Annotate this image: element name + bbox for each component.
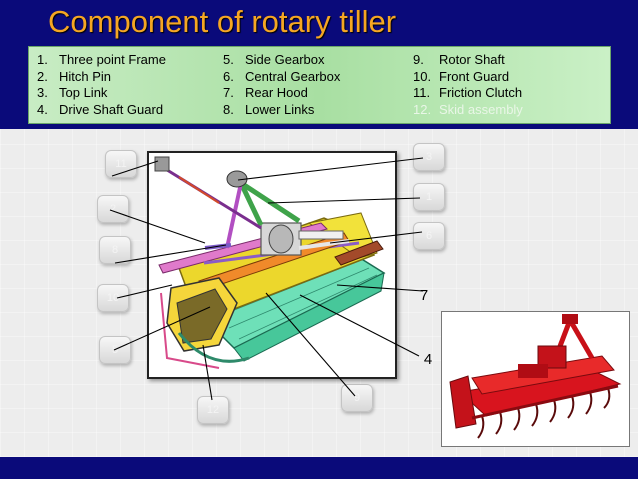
component-list-column-2: 5.Side Gearbox 6.Central Gearbox 7.Rear …	[223, 52, 340, 118]
list-item: 4.Drive Shaft Guard	[37, 101, 164, 117]
rotary-tiller-photo-illustration	[442, 312, 629, 446]
component-list-box: 1.Three point Frame 2.Hitch Pin 3.Top Li…	[28, 46, 611, 124]
slide-title: Component of rotary tiller	[48, 4, 397, 39]
list-item: 11.Friction Clutch	[413, 85, 523, 100]
list-item: 9.Rotor Shaft	[413, 52, 505, 67]
list-item: 1.Three point Frame	[37, 52, 166, 67]
footer-band	[0, 457, 638, 479]
callout-badge: 10	[97, 284, 129, 312]
callout-label-drive-shaft-guard: 4	[423, 351, 433, 368]
list-item: 7.Rear Hood	[223, 85, 308, 100]
callout-badge: 3	[413, 143, 445, 171]
list-item: 5.Side Gearbox	[223, 52, 325, 67]
callout-badge: 1	[413, 183, 445, 211]
component-list-column-3: 9.Rotor Shaft 10.Front Guard 11.Friction…	[413, 52, 523, 118]
list-item: 12.Skid assembly	[413, 101, 523, 117]
list-item: 10.Front Guard	[413, 68, 510, 84]
list-item: 6.Central Gearbox	[223, 68, 341, 84]
callout-badge: 11	[105, 150, 137, 178]
rotary-tiller-photo	[441, 311, 630, 447]
callout-badge: 12	[197, 396, 229, 424]
list-item: 8.Lower Links	[223, 101, 315, 117]
tiller-diagram-illustration	[154, 156, 386, 369]
list-item: 3.Top Link	[37, 85, 108, 100]
list-item: 2.Hitch Pin	[37, 68, 112, 84]
callout-badge: 6	[413, 222, 445, 250]
callout-badge: 5	[99, 336, 131, 364]
callout-badge: 9	[341, 384, 373, 412]
component-list-column-1: 1.Three point Frame 2.Hitch Pin 3.Top Li…	[37, 52, 166, 118]
callout-badge: 8	[99, 236, 131, 264]
callout-label-rear-hood: 7	[419, 287, 429, 304]
tiller-diagram	[147, 151, 397, 379]
callout-badge: 2	[97, 195, 129, 223]
